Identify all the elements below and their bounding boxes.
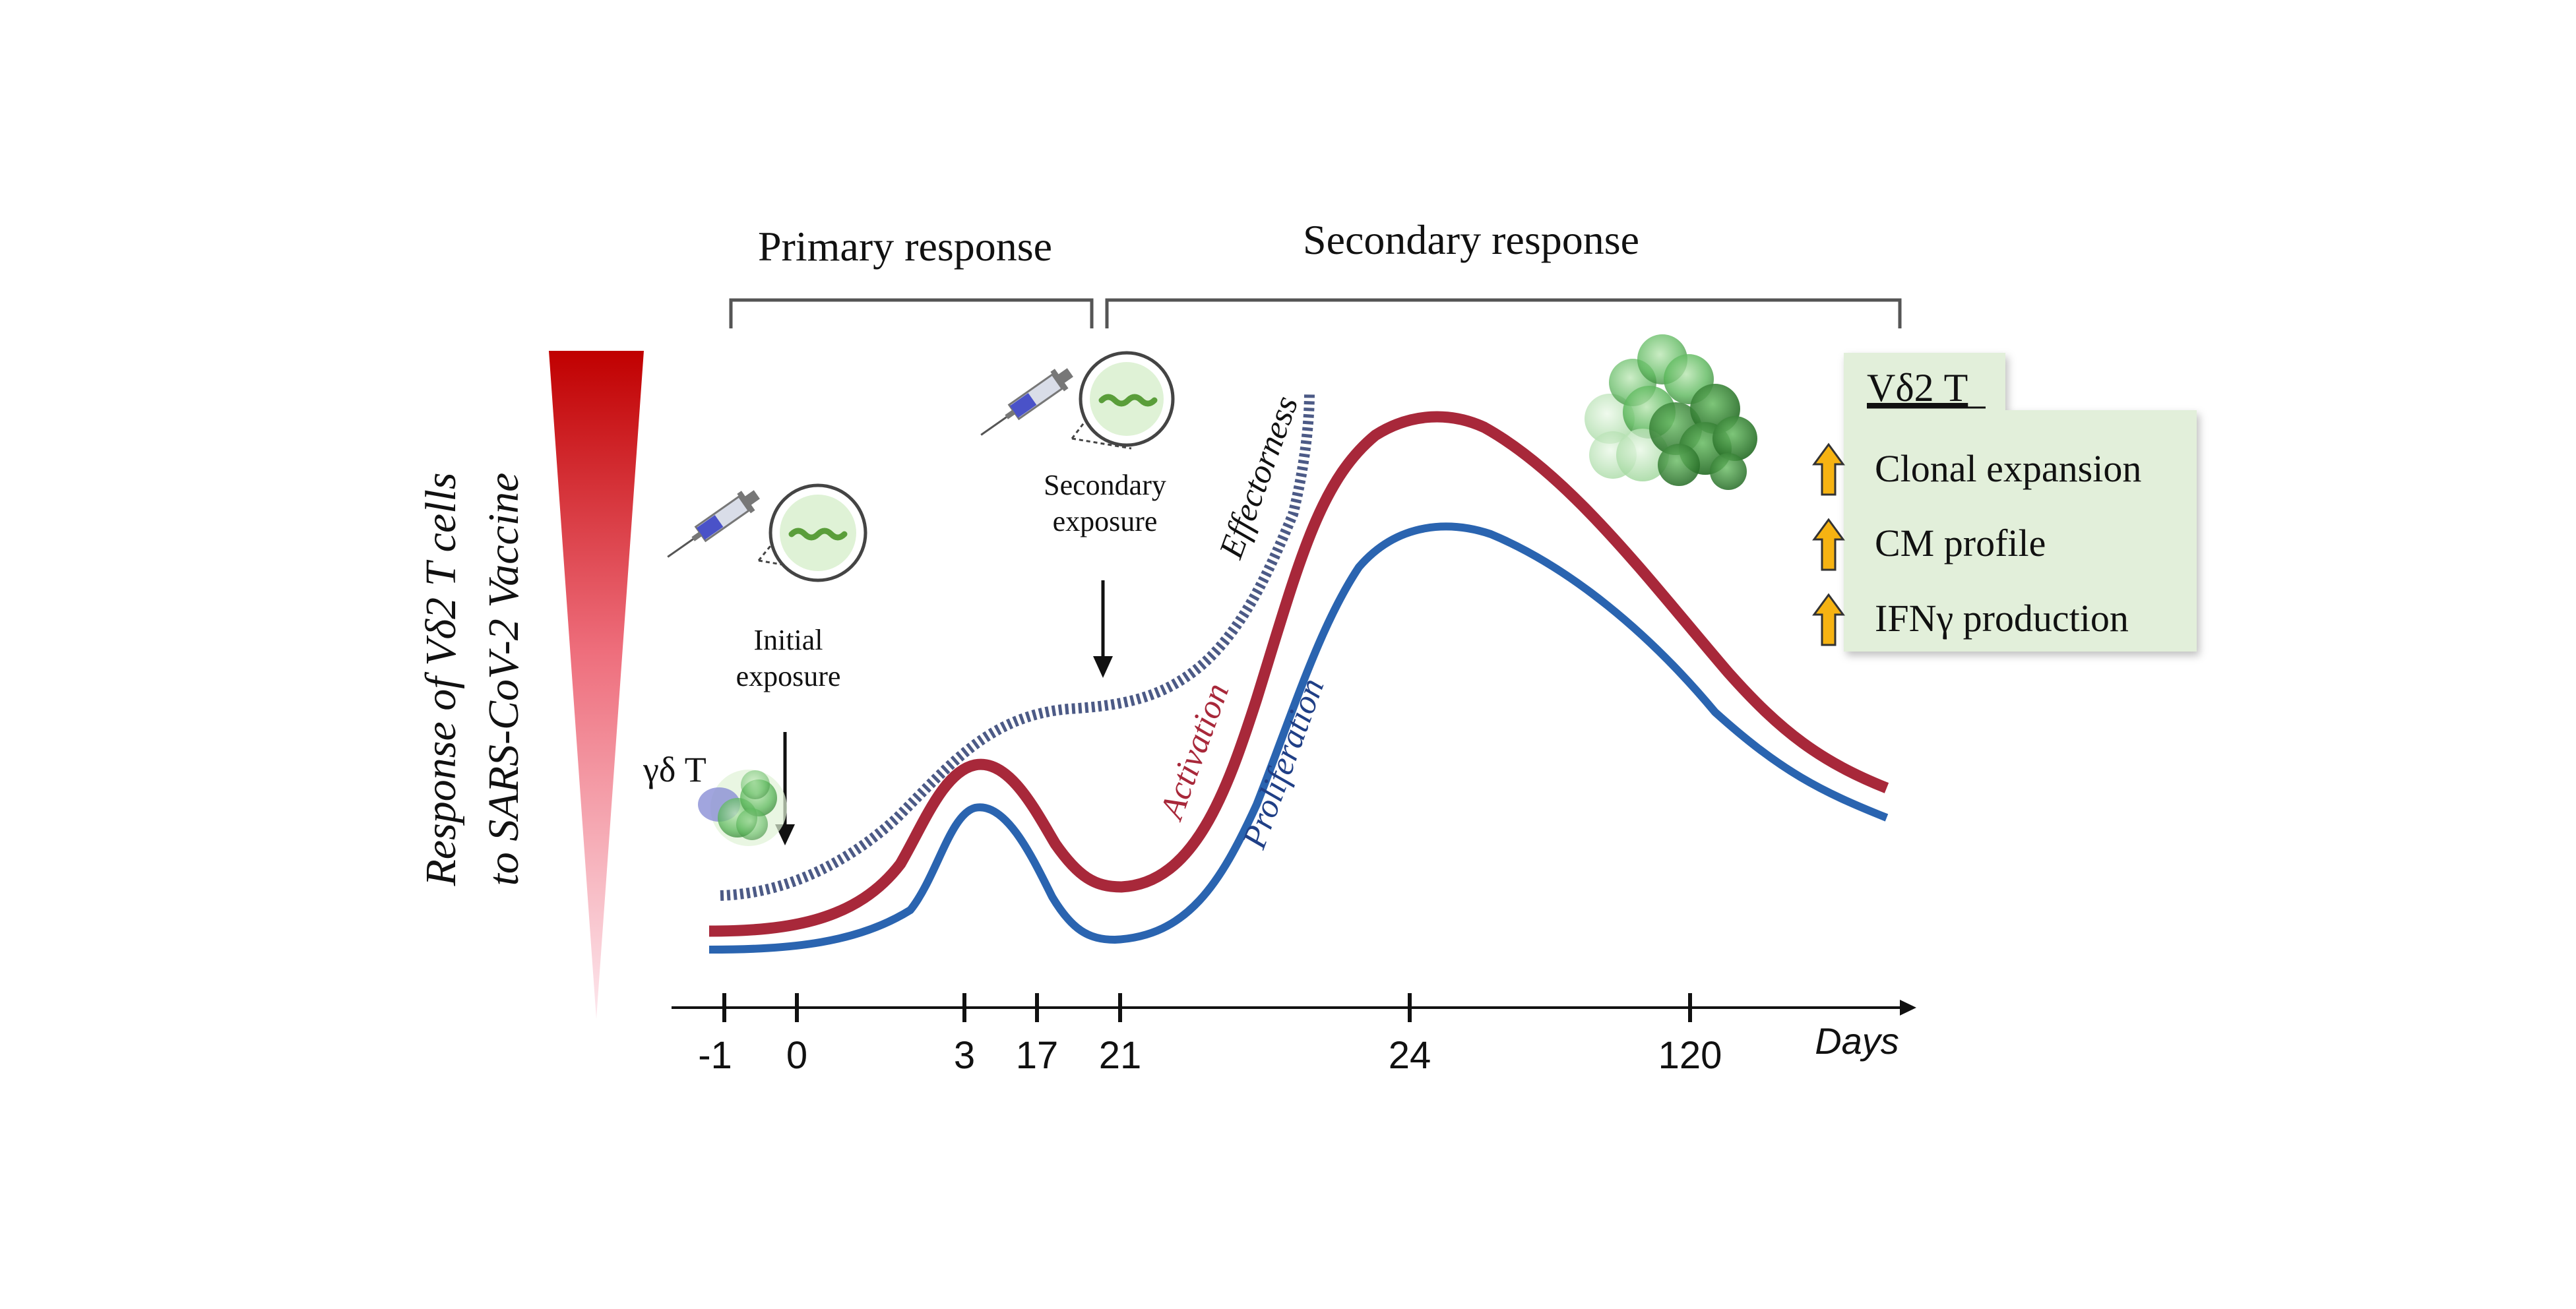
x-axis-ticks: -1 0 3 17 21 24 120 xyxy=(698,993,1722,1077)
gamma-delta-t-cell-icon xyxy=(698,770,787,846)
effectorness-label: Effectorness xyxy=(1212,391,1305,564)
magnify-line xyxy=(1071,437,1132,450)
y-axis-label-line2: to SARS-CoV-2 Vaccine xyxy=(480,473,528,886)
info-item-clonal-expansion: Clonal expansion xyxy=(1875,447,2141,490)
x-axis-tick-label: 17 xyxy=(1016,1034,1059,1077)
x-axis-tick-label: 24 xyxy=(1389,1034,1431,1077)
up-arrow-icon xyxy=(1812,593,1845,646)
x-axis-tick-label: 0 xyxy=(786,1034,807,1077)
up-arrow-icon xyxy=(1812,518,1845,571)
x-axis-tick-label: -1 xyxy=(698,1034,732,1077)
response-intensity-triangle xyxy=(549,351,644,1019)
secondary-response-bracket xyxy=(1105,298,1902,328)
info-item-ifng-production: IFNγ production xyxy=(1875,597,2129,640)
up-arrow-icon xyxy=(1812,442,1845,496)
proliferation-curve xyxy=(708,522,1889,954)
cell-cluster-icon xyxy=(1585,334,1757,490)
x-axis-tick-label: 3 xyxy=(954,1034,975,1077)
x-axis-label: Days xyxy=(1815,1020,1899,1062)
proliferation-label: Proliferation xyxy=(1235,673,1331,854)
spike-protein-icon xyxy=(769,483,867,582)
syringe-icon xyxy=(667,490,760,558)
secondary-exposure-label-line2: exposure xyxy=(1053,505,1158,537)
secondary-exposure-arrowhead xyxy=(1093,656,1113,678)
secondary-exposure-label-line1: Secondary xyxy=(1044,469,1166,501)
y-axis-label-line1: Response of Vδ2 T cells xyxy=(417,472,465,886)
spike-protein-icon xyxy=(1079,351,1175,447)
secondary-response-heading: Secondary response xyxy=(1303,216,1639,263)
info-box-title: Vδ2 T xyxy=(1867,366,1968,410)
primary-response-bracket xyxy=(729,298,1094,328)
effectorness-curve xyxy=(720,392,1315,901)
x-axis-tick-label: 120 xyxy=(1658,1034,1722,1077)
y-axis-label: Response of Vδ2 T cells to SARS-CoV-2 Va… xyxy=(417,472,528,886)
info-box xyxy=(1844,353,2197,652)
activation-curve xyxy=(708,411,1889,937)
gamma-delta-t-label: γδ T xyxy=(643,750,707,789)
x-axis-tick-label: 21 xyxy=(1099,1034,1142,1077)
initial-exposure-label-line1: Initial xyxy=(753,624,823,656)
initial-exposure-label-line2: exposure xyxy=(736,660,841,692)
x-axis-arrowhead xyxy=(1900,1000,1916,1016)
secondary-exposure-group: Secondary exposure xyxy=(980,351,1175,678)
info-item-cm-profile: CM profile xyxy=(1875,522,2046,564)
syringe-icon xyxy=(980,368,1073,436)
initial-exposure-group: Initial exposure xyxy=(667,483,867,845)
primary-response-heading: Primary response xyxy=(758,223,1052,270)
activation-label: Activation xyxy=(1152,679,1237,826)
